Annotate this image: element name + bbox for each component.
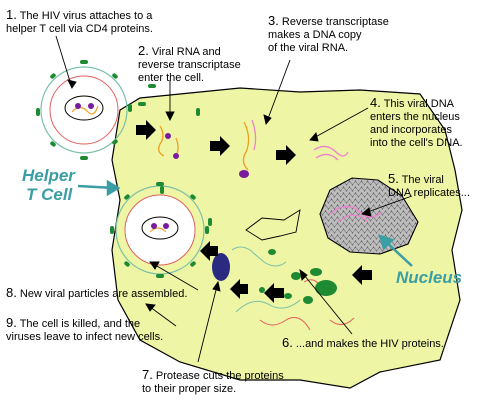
arrow-step7b	[230, 279, 248, 299]
helper-t-cell-label-line1: Helper	[22, 166, 75, 185]
arrow-step8	[200, 241, 218, 261]
step-4: 4. This viral DNA enters the nucleus and…	[370, 96, 463, 150]
step-5-line1: The viral	[398, 174, 444, 186]
helper-t-cell-body	[111, 87, 463, 389]
arrow-step6	[352, 265, 372, 285]
step-7-line2: to their proper size.	[142, 383, 237, 395]
step-5: 5. The viral DNA replicates...	[388, 172, 470, 200]
step-8-number: 8.	[6, 285, 17, 300]
endoplasmic-reticulum	[245, 209, 301, 241]
label-pointers	[55, 35, 413, 363]
step-7: 7. Protease cuts the proteins to their p…	[142, 368, 284, 396]
step-4-line3: and incorporates	[370, 124, 452, 136]
step-9-line2: viruses leave to infect new cells.	[6, 331, 164, 343]
membrane-receptors	[138, 84, 212, 226]
step-6: 6. ...and makes the HIV proteins.	[282, 336, 444, 351]
step-4-line4: into the cell's DNA.	[370, 137, 463, 149]
arrow-step4	[276, 145, 296, 165]
viral-dna	[313, 145, 349, 161]
step-8: 8. New viral particles are assembled.	[6, 286, 187, 301]
step-6-line1: ...and makes the HIV proteins.	[292, 338, 444, 350]
viral-proteins	[231, 246, 355, 331]
step-3: 3. Reverse transcriptase makes a DNA cop…	[268, 14, 389, 55]
step-2: 2. Viral RNA and reverse transcriptase e…	[138, 44, 241, 85]
step-4-line2: enters the nucleus	[370, 111, 460, 123]
step-2-number: 2.	[138, 43, 149, 58]
free-hiv-virus	[36, 60, 132, 160]
step-2-line1: Viral RNA and	[148, 46, 221, 58]
step-1-number: 1.	[6, 7, 17, 22]
step-3-number: 3.	[268, 13, 279, 28]
helper-t-cell-label: Helper T Cell	[22, 166, 75, 204]
process-arrows	[136, 120, 372, 303]
assembling-virus	[110, 182, 209, 278]
step-4-number: 4.	[370, 95, 381, 110]
step-7-line1: Protease cuts the proteins	[152, 370, 284, 382]
step-5-line2: DNA replicates...	[388, 187, 470, 199]
step-4-line1: This viral DNA	[380, 98, 454, 110]
step-6-number: 6.	[282, 335, 293, 350]
step-9-line1: The cell is killed, and the	[16, 318, 141, 330]
helper-t-cell-label-line2: T Cell	[26, 185, 73, 204]
step-1-line2: helper T cell via CD4 proteins.	[6, 23, 153, 35]
protease-enzyme	[212, 253, 230, 281]
arrow-step7	[264, 283, 284, 303]
step-9: 9. The cell is killed, and the viruses l…	[6, 316, 163, 344]
step-8-line1: New viral particles are assembled.	[16, 288, 188, 300]
step-3-line1: Reverse transcriptase	[278, 16, 389, 28]
step-9-number: 9.	[6, 315, 17, 330]
step-1-line1: The HIV virus attaches to a	[16, 10, 153, 22]
step-1: 1. The HIV virus attaches to a helper T …	[6, 8, 153, 36]
arrow-step3	[210, 136, 230, 156]
step-3-line3: of the viral RNA.	[268, 42, 349, 54]
step-3-line2: makes a DNA copy	[268, 29, 362, 41]
viral-rna-entering	[158, 125, 179, 159]
reverse-transcription	[239, 119, 257, 178]
arrow-step2	[136, 120, 156, 140]
cyan-pointers	[77, 179, 413, 267]
step-7-number: 7.	[142, 367, 153, 382]
step-5-number: 5.	[388, 171, 399, 186]
nucleus-label: Nucleus	[396, 268, 463, 287]
step-2-line2: reverse transcriptase	[138, 59, 241, 71]
step-2-line3: enter the cell.	[138, 72, 205, 84]
